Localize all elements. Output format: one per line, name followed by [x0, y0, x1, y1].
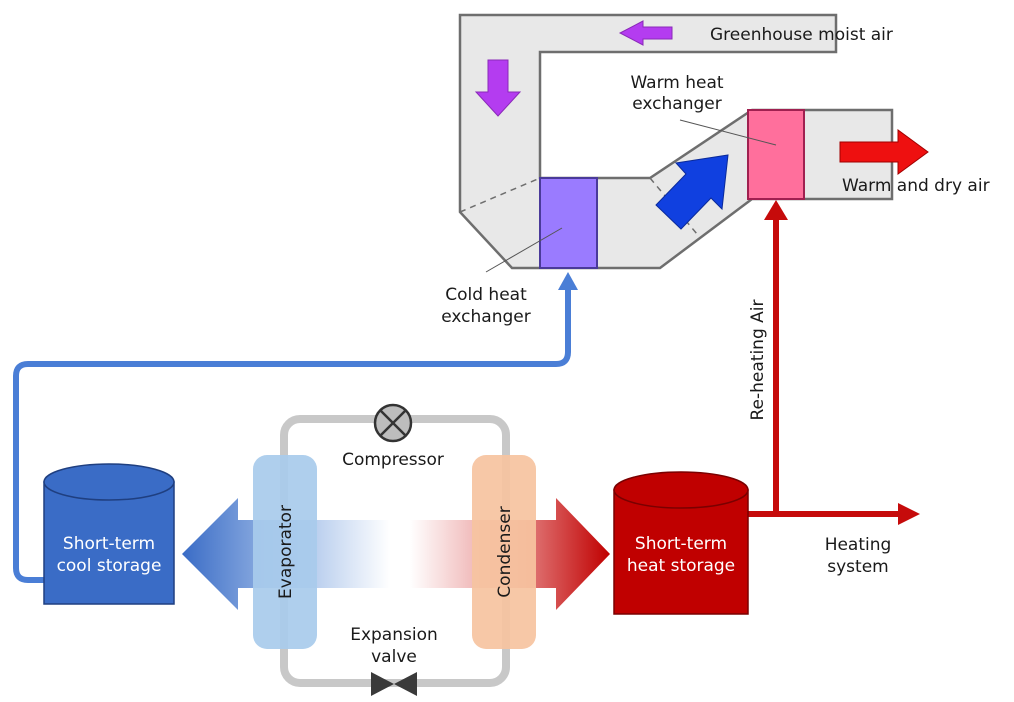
cool-pipe	[13, 284, 571, 583]
warm-heat-exchanger	[747, 109, 805, 200]
heat-storage-tank	[613, 471, 749, 615]
heat-storage-label-line1: Short-term	[635, 534, 727, 554]
cold-heat-exchanger	[539, 177, 598, 269]
duct-divider-left	[459, 177, 541, 213]
moist-air-arrow-down	[474, 59, 522, 117]
warm-hx-label-line1: Warm heat	[630, 73, 723, 93]
heating-pipe-arrowhead	[898, 503, 920, 525]
evaporator-label: Evaporator	[276, 505, 296, 599]
heating-system-label-line1: Heating	[825, 535, 892, 555]
warm-hx-leader	[679, 119, 777, 146]
cool-storage-tank	[43, 463, 175, 605]
heat-storage-label-line2: heat storage	[627, 556, 735, 576]
cold-hx-label-line2: exchanger	[441, 307, 530, 327]
reheat-pipe-arrowhead	[764, 200, 788, 220]
expansion-valve-label-line1: Expansion	[350, 625, 438, 645]
cold-hx-leader	[485, 227, 563, 273]
greenhouse-moist-air-label: Greenhouse moist air	[710, 25, 893, 45]
duct-flow-arrow-blue	[655, 154, 729, 230]
warm-air-arrow	[839, 129, 929, 175]
cold-hx-label-line1: Cold heat	[445, 285, 527, 305]
warm-hx-label-line2: exchanger	[632, 94, 721, 114]
compressor-label: Compressor	[342, 450, 444, 470]
cool-pipe-arrowhead	[558, 272, 578, 290]
cool-storage-label-line2: cool storage	[57, 556, 162, 576]
condenser-label: Condenser	[495, 506, 515, 597]
reheating-air-label: Re-heating Air	[748, 299, 768, 420]
moist-air-arrow-left	[618, 20, 673, 46]
expansion-valve-icon	[371, 672, 417, 696]
cool-storage-label-line1: Short-term	[63, 534, 155, 554]
air-duct	[458, 13, 894, 270]
expansion-valve-label-line2: valve	[371, 647, 417, 667]
heating-system-label-line2: system	[827, 557, 888, 577]
condenser	[472, 455, 536, 649]
evaporator	[253, 455, 317, 649]
compressor-cross-b	[379, 409, 407, 437]
warm-dry-air-label: Warm and dry air	[842, 176, 990, 196]
